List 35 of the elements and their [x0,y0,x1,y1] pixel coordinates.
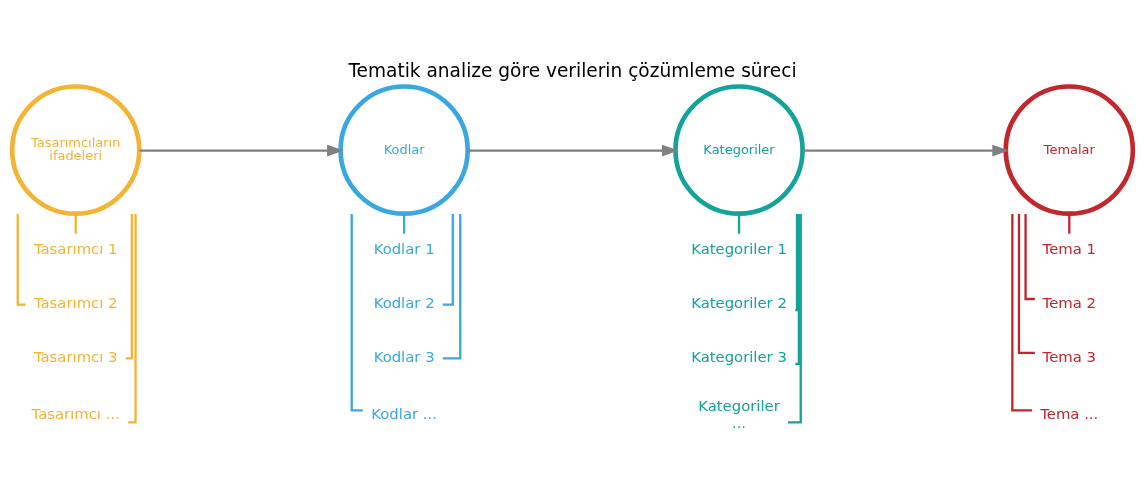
connector [794,214,799,312]
node-text: Tasarımcı 2 [33,294,118,312]
node-circle: Temalar [1003,84,1136,216]
connector [1017,214,1035,354]
connector [442,214,454,306]
node-text: Kategoriler 3 [691,347,787,365]
connector [1011,214,1032,412]
node-text: Tasarımcı 1 [33,240,118,258]
node-text: Kategoriler 2 [691,294,787,312]
node-text: Kodlar 2 [373,294,435,312]
node-text: Tema 2 [1042,294,1096,312]
node-text: Tasarımcı ... [31,405,120,423]
node-text: Kodlar ... [371,405,437,423]
connector [737,214,741,234]
node-text: Kodlar 3 [373,347,435,365]
arrow [139,144,344,157]
node-circle: Kategoriler [673,84,805,216]
connector [402,214,406,234]
node-text: Tema 1 [1042,240,1096,258]
connector [125,214,133,360]
connector [1024,214,1035,301]
node-circle: Tasarımcıların ifadeleri [9,84,142,216]
arrow [802,144,1010,157]
diagram-title: Tematik analize göre verilerin çözümleme süreci [348,60,797,82]
node-text: Tasarımcı 3 [33,347,118,365]
node-text: Kategoriler ... [698,397,780,431]
node-text: Kodlar 1 [373,240,435,258]
connector [74,214,77,234]
connector [795,214,800,366]
connector [1068,214,1071,234]
node-text: Tema ... [1040,405,1099,423]
node-circle: Kodlar [338,84,470,216]
arrow [467,144,679,157]
node-text: Kategoriler 1 [691,240,787,258]
node-text: Tema 3 [1042,347,1096,365]
